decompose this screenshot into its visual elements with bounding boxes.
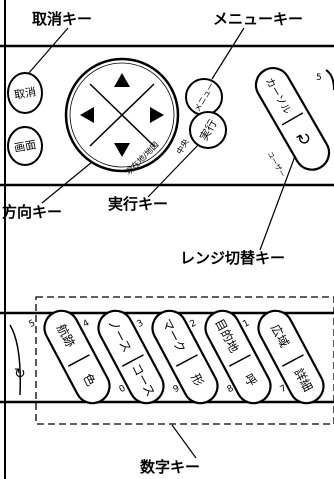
number-key-body[interactable] [147, 305, 224, 409]
number-key-divider [281, 354, 304, 367]
range-switch-button[interactable]: カーソル ↻ [250, 62, 334, 176]
number-key-divider [175, 354, 198, 367]
number-key-top-digit: 3 [135, 318, 145, 330]
arrow-right-icon[interactable] [150, 107, 164, 123]
range-sub-label: ユーザー [266, 150, 287, 178]
cancel-button[interactable]: 取消 [7, 72, 43, 114]
arrow-left-icon[interactable] [80, 107, 94, 123]
range-switch-key-label: レンジ切替キー [180, 249, 286, 267]
number-key-body[interactable] [253, 305, 330, 409]
screen-button-label: 画面 [13, 138, 37, 155]
number-key-body[interactable] [200, 305, 277, 409]
direction-pad[interactable]: 現在地/地図 [64, 57, 180, 177]
arrow-up-icon[interactable] [114, 73, 130, 87]
number-key-bottom-digit: 7 [279, 384, 289, 396]
menu-key-label: メニューキー [213, 10, 304, 28]
number-key-body[interactable] [39, 305, 116, 409]
number-key-top-digit: 4 [81, 318, 91, 330]
next-key-edge [325, 69, 334, 91]
number-key-bottom-digit: 9 [172, 384, 182, 396]
number-key-body[interactable] [93, 305, 170, 409]
menu-button[interactable]: メニュー [185, 78, 223, 116]
number-key-top-digit: 5 [27, 318, 37, 330]
partial-refresh-icon: ↻ [14, 366, 26, 382]
number-key-bottom-label: 形 [188, 371, 206, 388]
execute-key-label: 実行キー [108, 195, 169, 213]
direction-key-label: 方向キー [2, 203, 63, 221]
edge-number: 5 [316, 73, 322, 83]
number-keys-label: 数字キー [140, 458, 201, 476]
number-key-top-digit: 2 [188, 318, 198, 330]
arrow-down-icon[interactable] [114, 143, 130, 157]
number-key-bottom-digit: 0 [118, 384, 128, 396]
number-key-divider [67, 354, 90, 367]
number-key-top-digit: 1 [241, 318, 251, 330]
cancel-button-label: 取消 [13, 84, 37, 102]
number-key-divider [228, 354, 251, 367]
leader-lines [27, 27, 302, 251]
number-key-divider [121, 354, 144, 367]
number-key-bottom-label: 呼 [241, 371, 259, 388]
execute-button[interactable]: 実行 中央 [174, 111, 227, 156]
screen-button[interactable]: 画面 [7, 126, 43, 166]
execute-sub-label: 中央 [174, 137, 191, 156]
cancel-key-label: 取消キー [32, 10, 93, 28]
number-key-bottom-digit: 8 [226, 384, 236, 396]
number-key-bottom-digit: 6 [332, 384, 334, 396]
number-key-bottom-label: 色 [80, 371, 98, 388]
